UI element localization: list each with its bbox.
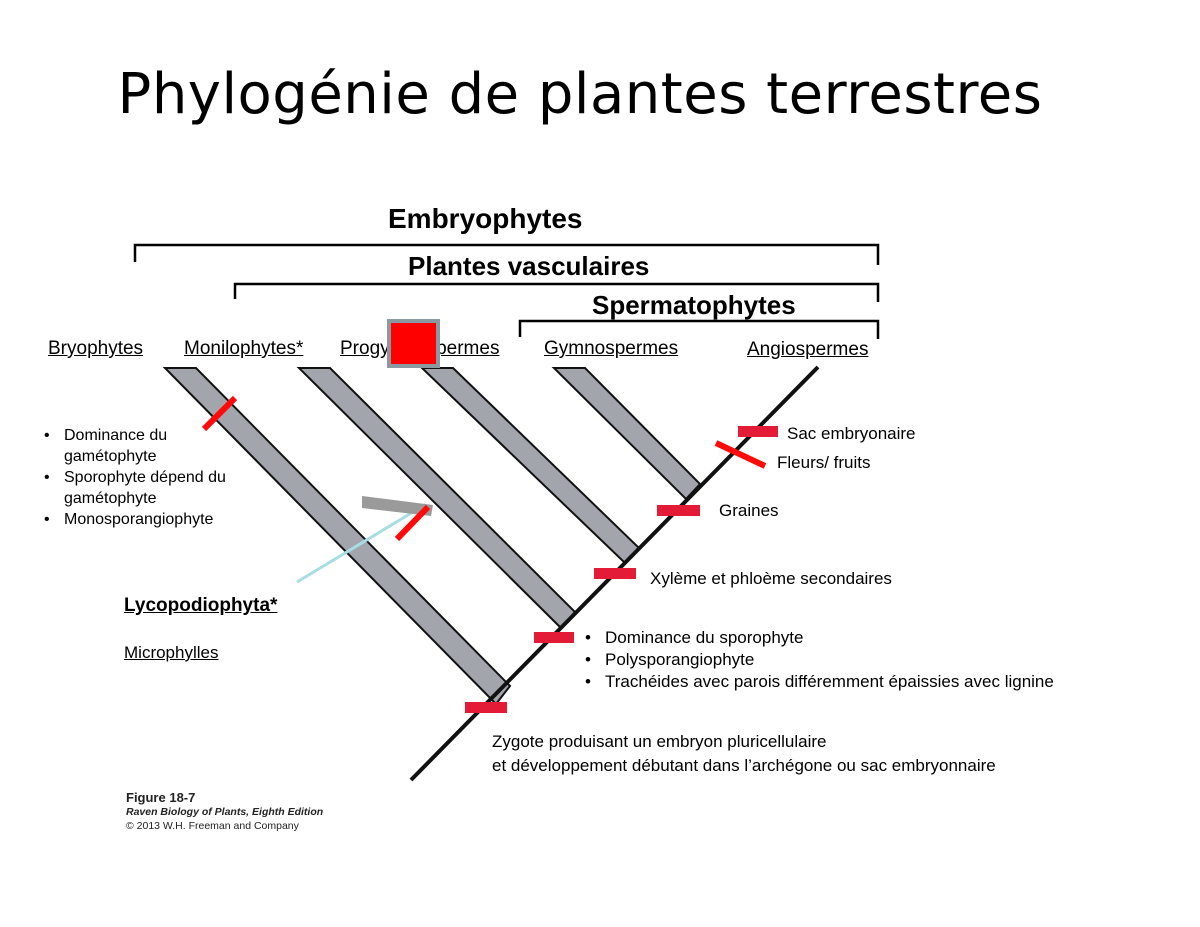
taxon-gymnospermes: Gymnospermes [544, 338, 679, 359]
list-item: Polysporangiophyte [583, 649, 1054, 671]
figure-copyright: © 2013 W.H. Freeman and Company [126, 820, 299, 832]
char-graines: Graines [719, 501, 779, 520]
bryophyte-red-tick [201, 395, 238, 432]
bryophyte-traits-list: Dominance du gamétophyte Sporophyte dépe… [42, 425, 242, 530]
synapomorphy-bars [465, 426, 778, 713]
bracket-embryophytes [133, 243, 880, 265]
bar-graines [657, 505, 700, 516]
list-item: Dominance du sporophyte [583, 627, 1054, 649]
list-item: Trachéides avec parois différemment épai… [583, 671, 1054, 693]
microphylles-label: Microphylles [124, 643, 219, 662]
char-zygote-line1: Zygote produisant un embryon pluricellul… [492, 732, 827, 751]
group-brackets [133, 243, 880, 339]
char-zygote-line2: et développement débutant dans l’archégo… [492, 756, 996, 775]
bracket-plantes-vasculaires [233, 282, 880, 302]
taxon-bryophytes: Bryophytes [48, 338, 144, 359]
branch-monilophytes [296, 367, 577, 630]
char-sac-embryonaire: Sac embryonaire [787, 424, 916, 443]
figure-book: Raven Biology of Plants, Eighth Edition [126, 806, 324, 818]
bracket-spermatophytes [518, 319, 880, 339]
group-label-plantes-vasculaires: Plantes vasculaires [408, 251, 650, 281]
char-fleurs-fruits: Fleurs/ fruits [777, 453, 871, 472]
bar-xyleme [594, 568, 636, 579]
bar-zygote [465, 702, 507, 713]
figure-number: Figure 18-7 [126, 790, 196, 805]
list-item: Sporophyte dépend du gamétophyte [42, 467, 242, 509]
red-cover-square [387, 319, 440, 368]
group-label-spermatophytes: Spermatophytes [592, 290, 796, 320]
char-zygote: Zygote produisant un embryon pluricellul… [492, 730, 996, 778]
list-item: Dominance du gamétophyte [42, 425, 242, 467]
lyco-pointer-line [296, 510, 414, 584]
char-xyleme-phloeme: Xylème et phloème secondaires [650, 569, 892, 588]
figure-caption: Figure 18-7 Raven Biology of Plants, Eig… [126, 791, 323, 833]
lycopodiophyta-label: Lycopodiophyta* [124, 595, 278, 616]
bar-sac-embryonaire [738, 426, 778, 437]
page-title: Phylogénie de plantes terrestres [117, 62, 1043, 127]
lyco-branch [362, 496, 433, 516]
taxon-monilophytes: Monilophytes* [184, 338, 304, 359]
branch-bryophytes [162, 367, 512, 706]
branches [162, 367, 702, 706]
branch-gymnospermes [551, 367, 702, 501]
sporophyte-character-list: Dominance du sporophyte Polysporangiophy… [583, 627, 1054, 693]
fleurs-red-tick [714, 440, 767, 469]
list-item: Monosporangiophyte [42, 509, 242, 530]
lyco-red-tick [394, 504, 431, 542]
bar-sporophyte [534, 632, 574, 643]
taxon-angiospermes: Angiospermes [747, 339, 869, 360]
group-label-embryophytes: Embryophytes [388, 203, 583, 234]
